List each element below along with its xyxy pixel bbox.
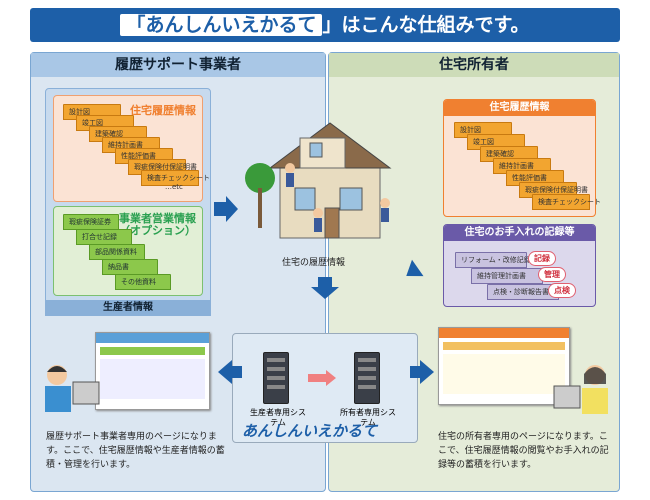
- pink-arrow-icon: [308, 374, 326, 382]
- owner-person-illustration: [553, 365, 608, 414]
- document-item: 検査チェックシート: [532, 194, 601, 210]
- record-tag: 点検: [548, 283, 576, 298]
- arrow-right-icon: [214, 202, 226, 216]
- left-header: 履歴サポート事業者: [31, 53, 325, 77]
- owner-page-screenshot: [438, 327, 570, 405]
- document-item: リフォーム・改修記録: [455, 252, 531, 268]
- left-house-history-title: 住宅履歴情報: [130, 104, 196, 117]
- owner-description: 住宅の所有者専用のページになります。ここで、住宅履歴情報の閲覧やお手入れの記録等…: [438, 432, 609, 470]
- house-illustration: [245, 122, 392, 239]
- title-brand: あんしんいえかるて: [145, 14, 317, 36]
- record-tag: 管理: [538, 267, 566, 282]
- producer-info-label: 生産者情報: [45, 300, 211, 316]
- business-title: 事業者営業情報: [119, 212, 196, 225]
- record-tag: 記録: [528, 251, 556, 266]
- brand-logo: あんしんいえかるて: [242, 422, 378, 440]
- document-item: その他資料: [115, 274, 171, 290]
- arrow-down-icon: [318, 277, 332, 287]
- producer-person-illustration: [45, 365, 100, 412]
- producer-server-icon: [263, 352, 289, 404]
- business-subtitle: （オプション）: [119, 224, 196, 237]
- arrow-right-bottom-icon: [410, 366, 420, 378]
- right-header: 住宅所有者: [329, 53, 619, 77]
- document-item: 部品関係資料: [89, 244, 145, 260]
- producer-page-screenshot: [95, 332, 210, 410]
- producer-description: 履歴サポート事業者専用のページになります。ここで、住宅履歴情報や生産者情報の蓄積…: [46, 432, 225, 470]
- title-prefix: 「: [126, 14, 146, 36]
- title-suffix: 」はこんな仕組みです。: [322, 14, 530, 36]
- owner-server-icon: [354, 352, 380, 404]
- house-history-label: 住宅の履歴情報: [282, 258, 346, 268]
- page-title: 「あんしんいえかるて」はこんな仕組みです。: [30, 8, 620, 42]
- owner-system-label: 所有者専用システム: [340, 408, 396, 427]
- right-house-history-title: 住宅履歴情報: [444, 100, 595, 116]
- maintenance-title: 住宅のお手入れの記録等: [444, 225, 595, 241]
- document-item: 打合せ記録: [76, 229, 132, 245]
- arrow-left-icon: [218, 360, 232, 384]
- document-item: 検査チェックシート: [141, 170, 210, 186]
- producer-system-label: 生産者専用システム: [250, 408, 306, 427]
- etc-label: …etc: [165, 183, 183, 191]
- document-item: 瑕疵保険証券: [63, 214, 119, 230]
- document-item: 維持管理計画書: [471, 268, 543, 284]
- document-item: 納品書: [102, 259, 158, 275]
